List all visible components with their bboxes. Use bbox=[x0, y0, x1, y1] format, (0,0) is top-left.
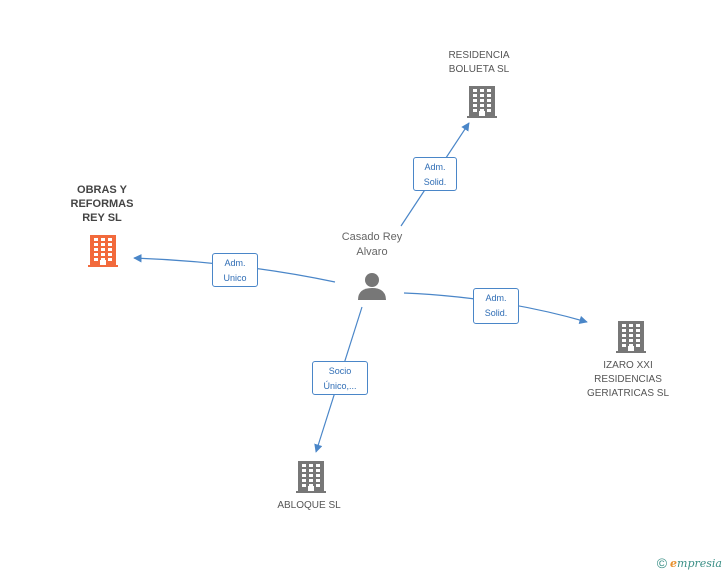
company-label-abloque[interactable]: ABLOQUE SL bbox=[277, 500, 341, 511]
company-label-residencia-bolueta[interactable]: RESIDENCIA BOLUETA SL bbox=[448, 50, 510, 75]
brand-logo: empresia bbox=[670, 556, 722, 570]
building-icon-izaro[interactable] bbox=[616, 321, 646, 353]
building-icon-obras-reformas[interactable] bbox=[88, 235, 118, 267]
copyright-icon: © bbox=[656, 555, 668, 571]
relation-badge-bolueta[interactable]: Adm. Solid. bbox=[413, 157, 457, 191]
building-icon-abloque[interactable] bbox=[296, 461, 326, 493]
relation-badge-obras[interactable]: Adm. Unico bbox=[212, 253, 258, 287]
company-label-izaro[interactable]: IZARO XXI RESIDENCIAS GERIATRICAS SL bbox=[586, 360, 670, 399]
building-icon-residencia-bolueta[interactable] bbox=[467, 86, 497, 118]
relation-badge-abloque[interactable]: Socio Único,... bbox=[312, 361, 368, 395]
central-person-label[interactable]: Casado Rey Alvaro bbox=[341, 231, 403, 258]
company-label-obras-reformas[interactable]: OBRAS Y REFORMAS REY SL bbox=[70, 184, 134, 224]
relation-badge-izaro[interactable]: Adm. Solid. bbox=[473, 288, 519, 324]
person-icon[interactable] bbox=[358, 273, 386, 300]
footer-brand: © empresia bbox=[657, 555, 722, 571]
